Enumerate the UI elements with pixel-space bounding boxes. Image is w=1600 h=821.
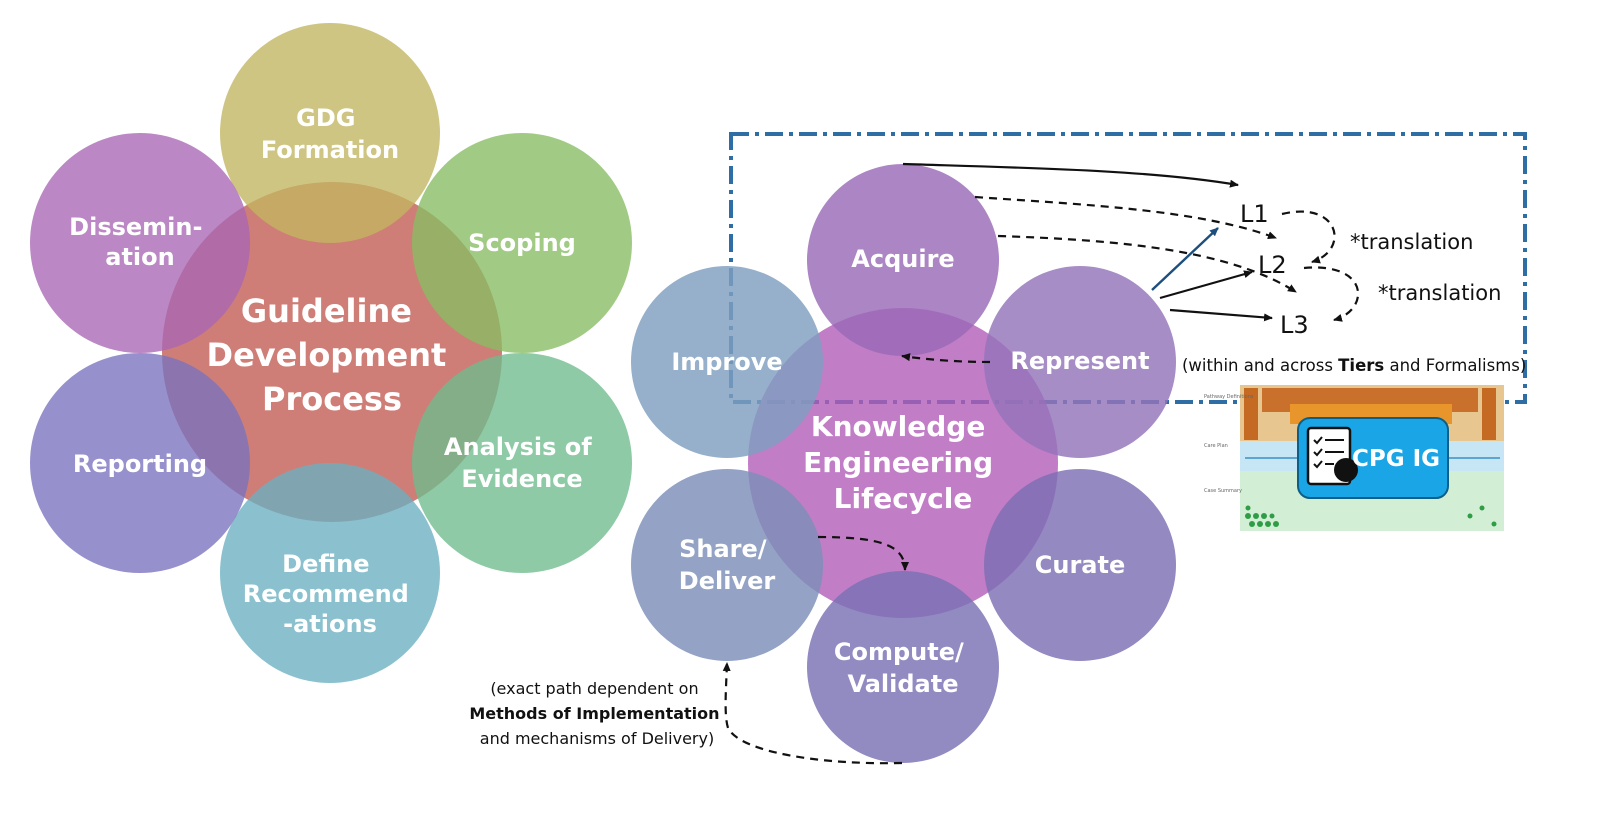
arrow-acquire-to-l1-solid: [902, 162, 1239, 188]
cpg-side-label-pathway: Pathway Definitions: [1204, 394, 1254, 400]
kel-compute-label: Compute/ Validate: [834, 638, 972, 698]
arrow-compute-to-share-dashed: [722, 662, 903, 765]
arrow-represent-to-l3-solid: [1169, 308, 1273, 322]
arrow-represent-to-l1-blue: [1151, 227, 1219, 291]
kel-petal-share-deliver: [631, 469, 823, 661]
kel-share-label: Share/ Deliver: [679, 535, 776, 595]
tiers-note: (within and across Tiers and Formalisms): [1182, 356, 1526, 375]
kel-center-circle: [748, 308, 1058, 618]
kel-curate-label: Curate: [1035, 551, 1125, 579]
kel-acquire-label: Acquire: [851, 245, 954, 273]
kel-petal-curate: [984, 469, 1176, 661]
gdp-scoping-label: Scoping: [468, 229, 576, 257]
gdp-petal-dissemination: [30, 133, 250, 353]
arrow-represent-to-acquire-dashed: [901, 353, 991, 364]
gdp-center-label: Guideline Development Process: [207, 292, 458, 418]
kel-petal-acquire: [807, 164, 999, 356]
kel-center-label: Knowledge Engineering Lifecycle: [803, 410, 1003, 515]
cpg-side-label-careplan: Care Plan: [1204, 443, 1228, 449]
level-l3-label: L3: [1280, 311, 1309, 339]
gdp-petal-reporting: [30, 353, 250, 573]
gdp-gdg-label: GDG Formation: [261, 104, 399, 164]
gdp-dissemination-label: Dissemin- ation: [69, 213, 211, 271]
gdp-petal-define-recommendations: [220, 463, 440, 683]
translation-note-2: *translation: [1378, 281, 1501, 305]
kel-represent-label: Represent: [1010, 347, 1149, 375]
arrow-acquire-to-l2-dashed: [974, 195, 1277, 240]
kel-diagram: Knowledge Engineering Lifecycle Acquire …: [631, 164, 1176, 763]
arrow-share-to-compute-dashed: [817, 535, 909, 571]
cpg-side-label-casesummary: Case Summary: [1204, 488, 1242, 494]
kel-petal-compute-validate: [807, 571, 999, 763]
arrow-acquire-to-l3-dashed: [997, 234, 1297, 293]
level-l1-label: L1: [1240, 200, 1269, 228]
translation-note-1: *translation: [1350, 230, 1473, 254]
kel-petal-represent: [984, 266, 1176, 458]
arrows: [722, 162, 1359, 765]
arrow-translation-l2-l3: [1303, 266, 1359, 322]
person-icon: [1334, 458, 1358, 482]
gdp-diagram: Guideline Development Process GDG Format…: [30, 23, 632, 683]
gdp-petal-scoping: [412, 133, 632, 353]
gdp-petal-analysis-of-evidence: [412, 353, 632, 573]
kel-improve-label: Improve: [671, 348, 782, 376]
cpg-ig-thumbnail: Pathway Definitions Care Plan Case Summa…: [1204, 385, 1504, 531]
checklist-icon-marks: [1313, 436, 1344, 469]
arrow-translation-l1-l2: [1281, 210, 1336, 264]
gdp-reporting-label: Reporting: [73, 450, 207, 478]
gdp-define-label: Define Recommend -ations: [243, 550, 417, 638]
gdp-analysis-label: Analysis of Evidence: [444, 433, 600, 493]
gdp-petal-gdg-formation: [220, 23, 440, 243]
kel-petal-improve: [631, 266, 823, 458]
arrow-represent-to-l2-solid: [1159, 270, 1253, 300]
path-note: (exact path dependent on Methods of Impl…: [469, 679, 724, 748]
cpg-ig-label: CPG IG: [1352, 446, 1440, 472]
